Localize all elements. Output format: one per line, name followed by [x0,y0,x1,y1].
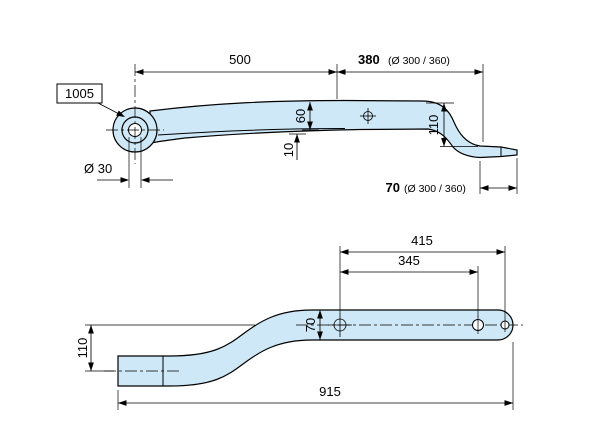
position-mark-plan-icon [328,313,352,337]
callout-1005: 1005 [56,83,127,120]
dim-415-label: 415 [411,233,433,248]
dim-915-label: 915 [319,384,341,399]
dim-70-side: 70 (Ø 300 / 360) [386,158,518,195]
plan-view: 415 345 70 110 [75,233,523,410]
callout-1005-label: 1005 [65,86,94,101]
dim-10-label: 10 [281,143,296,157]
dim-eye-bore: Ø 30 [84,137,173,188]
dim-60: 60 [293,102,319,131]
dim-60-label: 60 [293,109,308,123]
dim-eye-bore-label: Ø 30 [84,161,112,176]
dim-345-label: 345 [398,253,420,268]
dim-500: 500 [135,52,338,99]
arm-plan-outline [117,309,514,387]
dim-110-side: 110 [426,102,478,147]
dim-110-plan-label: 110 [75,338,90,359]
dim-415: 415 [339,233,506,318]
leaf-separation-line [157,128,346,136]
dim-70-side-label: 70 [386,180,400,195]
dim-70-plan: 70 [303,310,323,340]
dim-500-label: 500 [229,52,251,67]
dim-10: 10 [281,133,306,160]
dim-70-plan-label: 70 [303,318,318,332]
dim-70-side-note: (Ø 300 / 360) [404,183,466,195]
dim-915: 915 [117,342,514,410]
dim-380: 380 (Ø 300 / 360) [337,52,484,142]
dim-380-note: (Ø 300 / 360) [388,55,450,67]
side-view: 500 380 (Ø 300 / 360) 1005 Ø 30 [56,52,518,195]
dim-110-plan: 110 [75,324,255,372]
dim-380-label: 380 [358,52,380,67]
position-mark-icon [360,108,376,124]
dim-345: 345 [340,253,479,317]
dim-110-side-label: 110 [426,115,441,136]
